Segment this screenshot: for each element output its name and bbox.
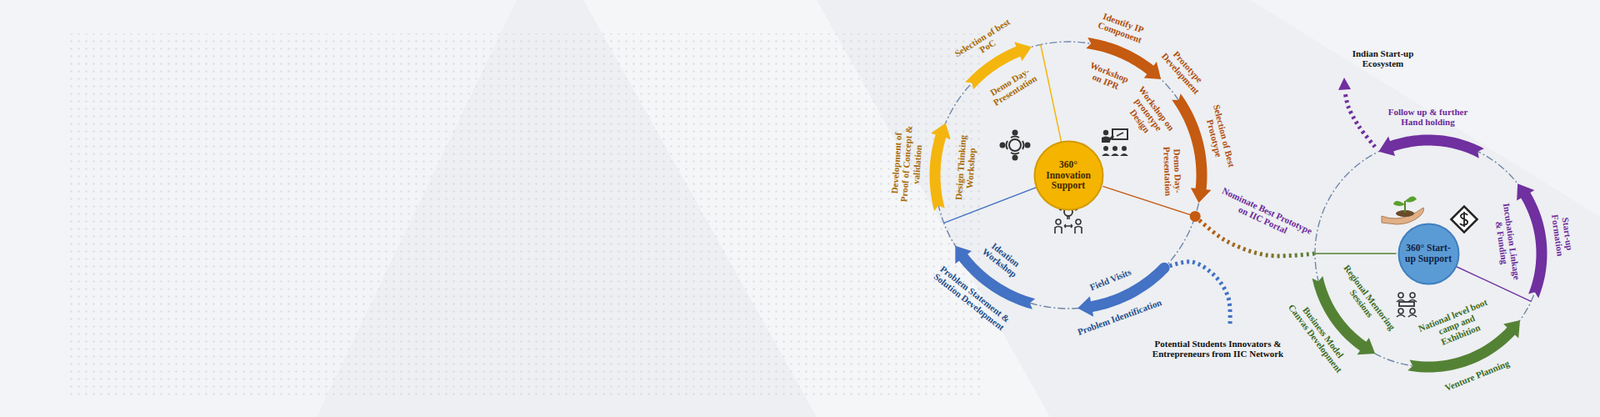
note-label: Potential Students Innovators & Entrepre… <box>1145 338 1291 360</box>
stage-label: Problem Identification <box>1076 296 1165 337</box>
stage-label: Design Thinking Workshop <box>953 128 980 208</box>
arc-arrow <box>1516 183 1547 298</box>
stage-label: National level boot camp and Exhibition <box>1416 296 1496 353</box>
presenter-icon <box>1101 129 1129 156</box>
stage-label: Demo Day-Presentation <box>1161 140 1185 203</box>
funding-icon <box>1450 205 1477 232</box>
hub-text: 360° Start-up Support <box>1402 242 1455 264</box>
hub-text: 360° Innovation Support <box>1040 159 1096 191</box>
stage-label: Workshop on prototype Design <box>1118 82 1179 148</box>
stage-label: Start-up Formation <box>1549 206 1577 263</box>
hub-title: 360° Start-up Support <box>1402 242 1455 264</box>
stage-label: Follow up & further Hand holding <box>1380 106 1476 128</box>
hand-plant-icon <box>1381 195 1425 225</box>
arrow-head <box>1338 77 1351 90</box>
stage-label: Business Model Canvas Development <box>1284 293 1355 378</box>
meeting-icon <box>1000 130 1031 161</box>
stage-label: Prototype Development <box>1155 40 1213 101</box>
cycle-ring <box>935 41 1202 309</box>
circle-fill <box>1034 140 1103 210</box>
stage-dot <box>1190 210 1201 222</box>
hub-circle: 360° Start-up Support <box>1397 222 1460 285</box>
stage-label: Workshop on IPR <box>1080 57 1136 96</box>
dotted-leader <box>1345 91 1375 147</box>
stage-label: Regional Mentoring Sessions <box>1330 259 1400 342</box>
stage-label: Identify IP Component <box>1090 8 1154 49</box>
stage-label: Field Visits <box>1088 265 1134 292</box>
stage-label: Venture Planning <box>1443 356 1512 393</box>
mentoring-icon <box>1396 292 1417 317</box>
stage-dot <box>1159 262 1170 274</box>
stage-label: Selection of Best Prototype <box>1200 97 1239 177</box>
stage-label: Ideation Workshop <box>975 234 1030 283</box>
arc-arrow <box>1378 135 1485 159</box>
stage-label: Development of Proof of Concept & valida… <box>889 120 926 206</box>
arc-arrow <box>930 122 951 211</box>
background-band <box>1250 0 1600 217</box>
dotted-leader <box>1164 261 1230 325</box>
circle-fill <box>1398 223 1459 284</box>
hub-circle: 360° Innovation Support <box>1033 140 1105 211</box>
note-label: Indian Start-up Ecosystem <box>1337 48 1430 70</box>
connector-segment <box>1315 252 1397 254</box>
stage-label: Demo Day-Presentation <box>980 60 1045 111</box>
connector-label: Nominate Best Prototype on IIC Portal <box>1210 182 1318 247</box>
hub-title: 360° Innovation Support <box>1040 159 1096 191</box>
dot-texture <box>66 33 984 400</box>
stage-label: Incubation Linkage & Funding <box>1490 199 1523 285</box>
stage-label: Selection of best PoC <box>952 16 1019 69</box>
